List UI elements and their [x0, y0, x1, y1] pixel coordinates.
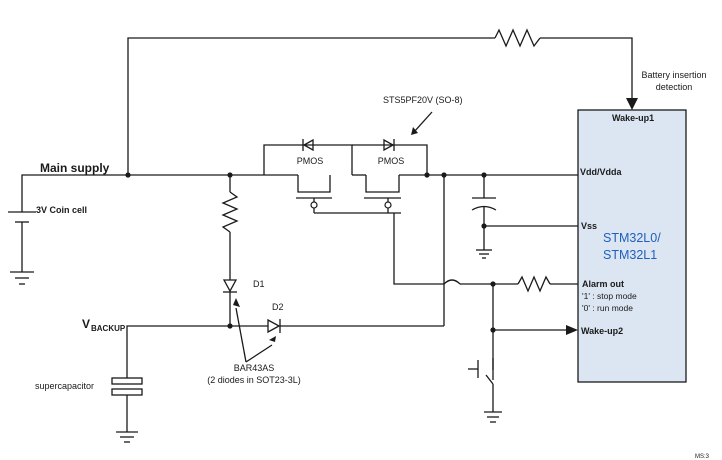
- vbackup-sub-label: BACKUP: [91, 324, 126, 333]
- bar43-package-label: (2 diodes in SOT23-3L): [207, 375, 301, 385]
- vbackup-rail: [126, 325, 268, 378]
- mcu-block: [577, 109, 687, 383]
- push-button: [468, 358, 502, 423]
- pin-run-mode: '0' : run mode: [582, 303, 633, 313]
- battery-detect-wire: [127, 28, 638, 175]
- decoupling-capacitor: [471, 175, 578, 259]
- supercapacitor: [111, 377, 143, 443]
- main-supply-label: Main supply: [40, 161, 110, 175]
- coin-cell-label: 3V Coin cell: [36, 205, 87, 215]
- pmos-right-label: PMOS: [378, 156, 405, 166]
- d1-label: D1: [253, 279, 265, 289]
- series-resistor: [221, 175, 239, 280]
- battery-detect-label-2: detection: [656, 82, 693, 92]
- gate-wire: [314, 212, 578, 293]
- mcu-name-2: STM32L1: [603, 248, 657, 262]
- d2-label: D2: [272, 302, 284, 312]
- pin-stop-mode: '1' : stop mode: [582, 291, 637, 301]
- bar43-callout: [233, 298, 276, 363]
- pmos-right: [352, 138, 428, 213]
- vbackup-label: V: [82, 317, 90, 331]
- battery-detect-label: Battery insertion: [641, 70, 706, 80]
- reference-code: MS:3: [695, 454, 710, 460]
- pin-wakeup1: Wake-up1: [612, 113, 654, 123]
- diode-d2: [267, 175, 445, 334]
- pmos-left: [263, 138, 353, 213]
- vdd-rail: [399, 172, 578, 178]
- coin-cell-battery: [8, 174, 128, 285]
- pin-vss: Vss: [581, 221, 597, 231]
- diode-d1: [222, 279, 238, 329]
- pmos-left-label: PMOS: [297, 156, 324, 166]
- pin-alarm-out: Alarm out: [582, 279, 624, 289]
- sts-label: STS5PF20V (SO-8): [383, 95, 463, 105]
- sts-callout: [411, 111, 433, 135]
- bar43-label: BAR43AS: [234, 363, 275, 373]
- pin-vdd: Vdd/Vdda: [580, 167, 622, 177]
- mcu-name-1: STM32L0/: [603, 231, 661, 245]
- main-supply-rail: [125, 172, 298, 178]
- pin-wakeup2: Wake-up2: [581, 326, 623, 336]
- wakeup2-wire: [490, 284, 578, 370]
- supercap-label: supercapacitor: [35, 381, 94, 391]
